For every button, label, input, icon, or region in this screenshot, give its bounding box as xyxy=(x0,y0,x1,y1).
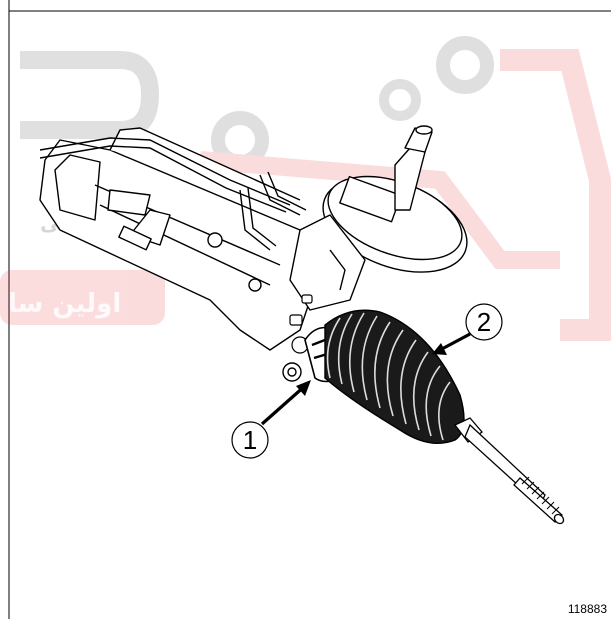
rack-housing xyxy=(39,127,321,382)
figure-number: 118883 xyxy=(567,602,607,616)
callout-1-leader xyxy=(260,383,308,426)
watermark-logo xyxy=(0,36,611,341)
callout-1-circle xyxy=(231,421,269,459)
tie-rod xyxy=(453,417,565,525)
callout-1: 1 xyxy=(231,380,311,459)
valve-body xyxy=(289,125,468,311)
callout-2-circle xyxy=(465,303,503,341)
callout-2-label: 2 xyxy=(477,307,491,337)
callout-1-label: 1 xyxy=(243,425,257,455)
watermark-badge xyxy=(0,270,165,325)
callout-2: 2 xyxy=(432,303,503,355)
hydraulic-pipes xyxy=(39,137,307,251)
callout-1-arrowhead xyxy=(296,380,311,396)
rack-boot xyxy=(324,309,465,444)
callout-2-leader xyxy=(439,332,471,352)
mounting-bolts xyxy=(289,294,313,354)
callout-2-arrowhead xyxy=(432,343,447,355)
watermark-line2: اولین سا xyxy=(8,289,121,319)
